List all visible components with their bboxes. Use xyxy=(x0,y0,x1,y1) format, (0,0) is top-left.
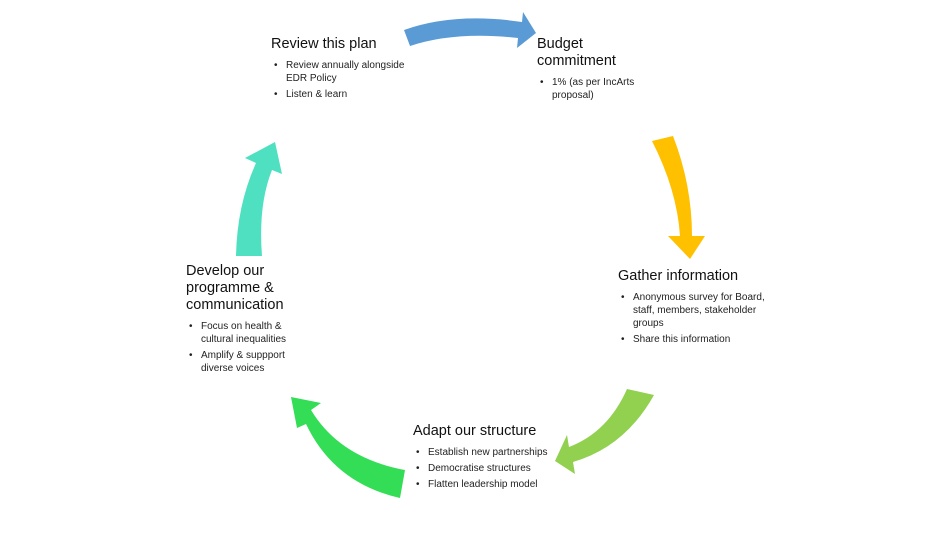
list-item: Establish new partnerships xyxy=(416,446,563,459)
stage-develop-title: Develop our programme & communication xyxy=(186,263,316,314)
arrow-review-to-budget xyxy=(404,12,536,48)
title-line: Develop our xyxy=(186,263,265,279)
stage-gather: Gather information Anonymous survey for … xyxy=(618,268,768,349)
stage-gather-title: Gather information xyxy=(618,268,739,284)
list-item: Amplify & suppport diverse voices xyxy=(189,349,316,375)
list-item: Democratise structures xyxy=(416,462,563,475)
stage-review: Review this plan Review annually alongsi… xyxy=(271,36,421,104)
stage-budget-bullets: 1% (as per IncArts proposal) xyxy=(537,76,667,102)
stage-adapt: Adapt our structure Establish new partne… xyxy=(413,423,563,494)
title-line: commitment xyxy=(537,53,616,69)
stage-adapt-bullets: Establish new partnerships Democratise s… xyxy=(413,446,563,491)
stage-review-title: Review this plan xyxy=(271,36,377,52)
arrow-budget-to-gather xyxy=(652,136,705,259)
stage-gather-bullets: Anonymous survey for Board, staff, membe… xyxy=(618,291,768,346)
stage-develop-bullets: Focus on health & cultural inequalities … xyxy=(186,320,316,375)
list-item: Share this information xyxy=(621,333,768,346)
title-line: communication xyxy=(186,297,284,313)
arrow-adapt-to-develop xyxy=(291,397,405,498)
title-line: Budget xyxy=(537,36,583,52)
list-item: Listen & learn xyxy=(274,88,421,101)
stage-adapt-title: Adapt our structure xyxy=(413,423,537,439)
list-item: 1% (as per IncArts proposal) xyxy=(540,76,667,102)
stage-review-bullets: Review annually alongside EDR Policy Lis… xyxy=(271,59,421,101)
list-item: Flatten leadership model xyxy=(416,478,563,491)
arrow-develop-to-review xyxy=(236,142,282,256)
stage-develop: Develop our programme & communication Fo… xyxy=(186,263,316,378)
list-item: Focus on health & cultural inequalities xyxy=(189,320,316,346)
arrow-gather-to-adapt xyxy=(555,389,654,474)
list-item: Anonymous survey for Board, staff, membe… xyxy=(621,291,768,330)
list-item: Review annually alongside EDR Policy xyxy=(274,59,421,85)
stage-budget-title: Budget commitment xyxy=(537,36,667,70)
stage-budget: Budget commitment 1% (as per IncArts pro… xyxy=(537,36,667,105)
title-line: programme & xyxy=(186,280,274,296)
